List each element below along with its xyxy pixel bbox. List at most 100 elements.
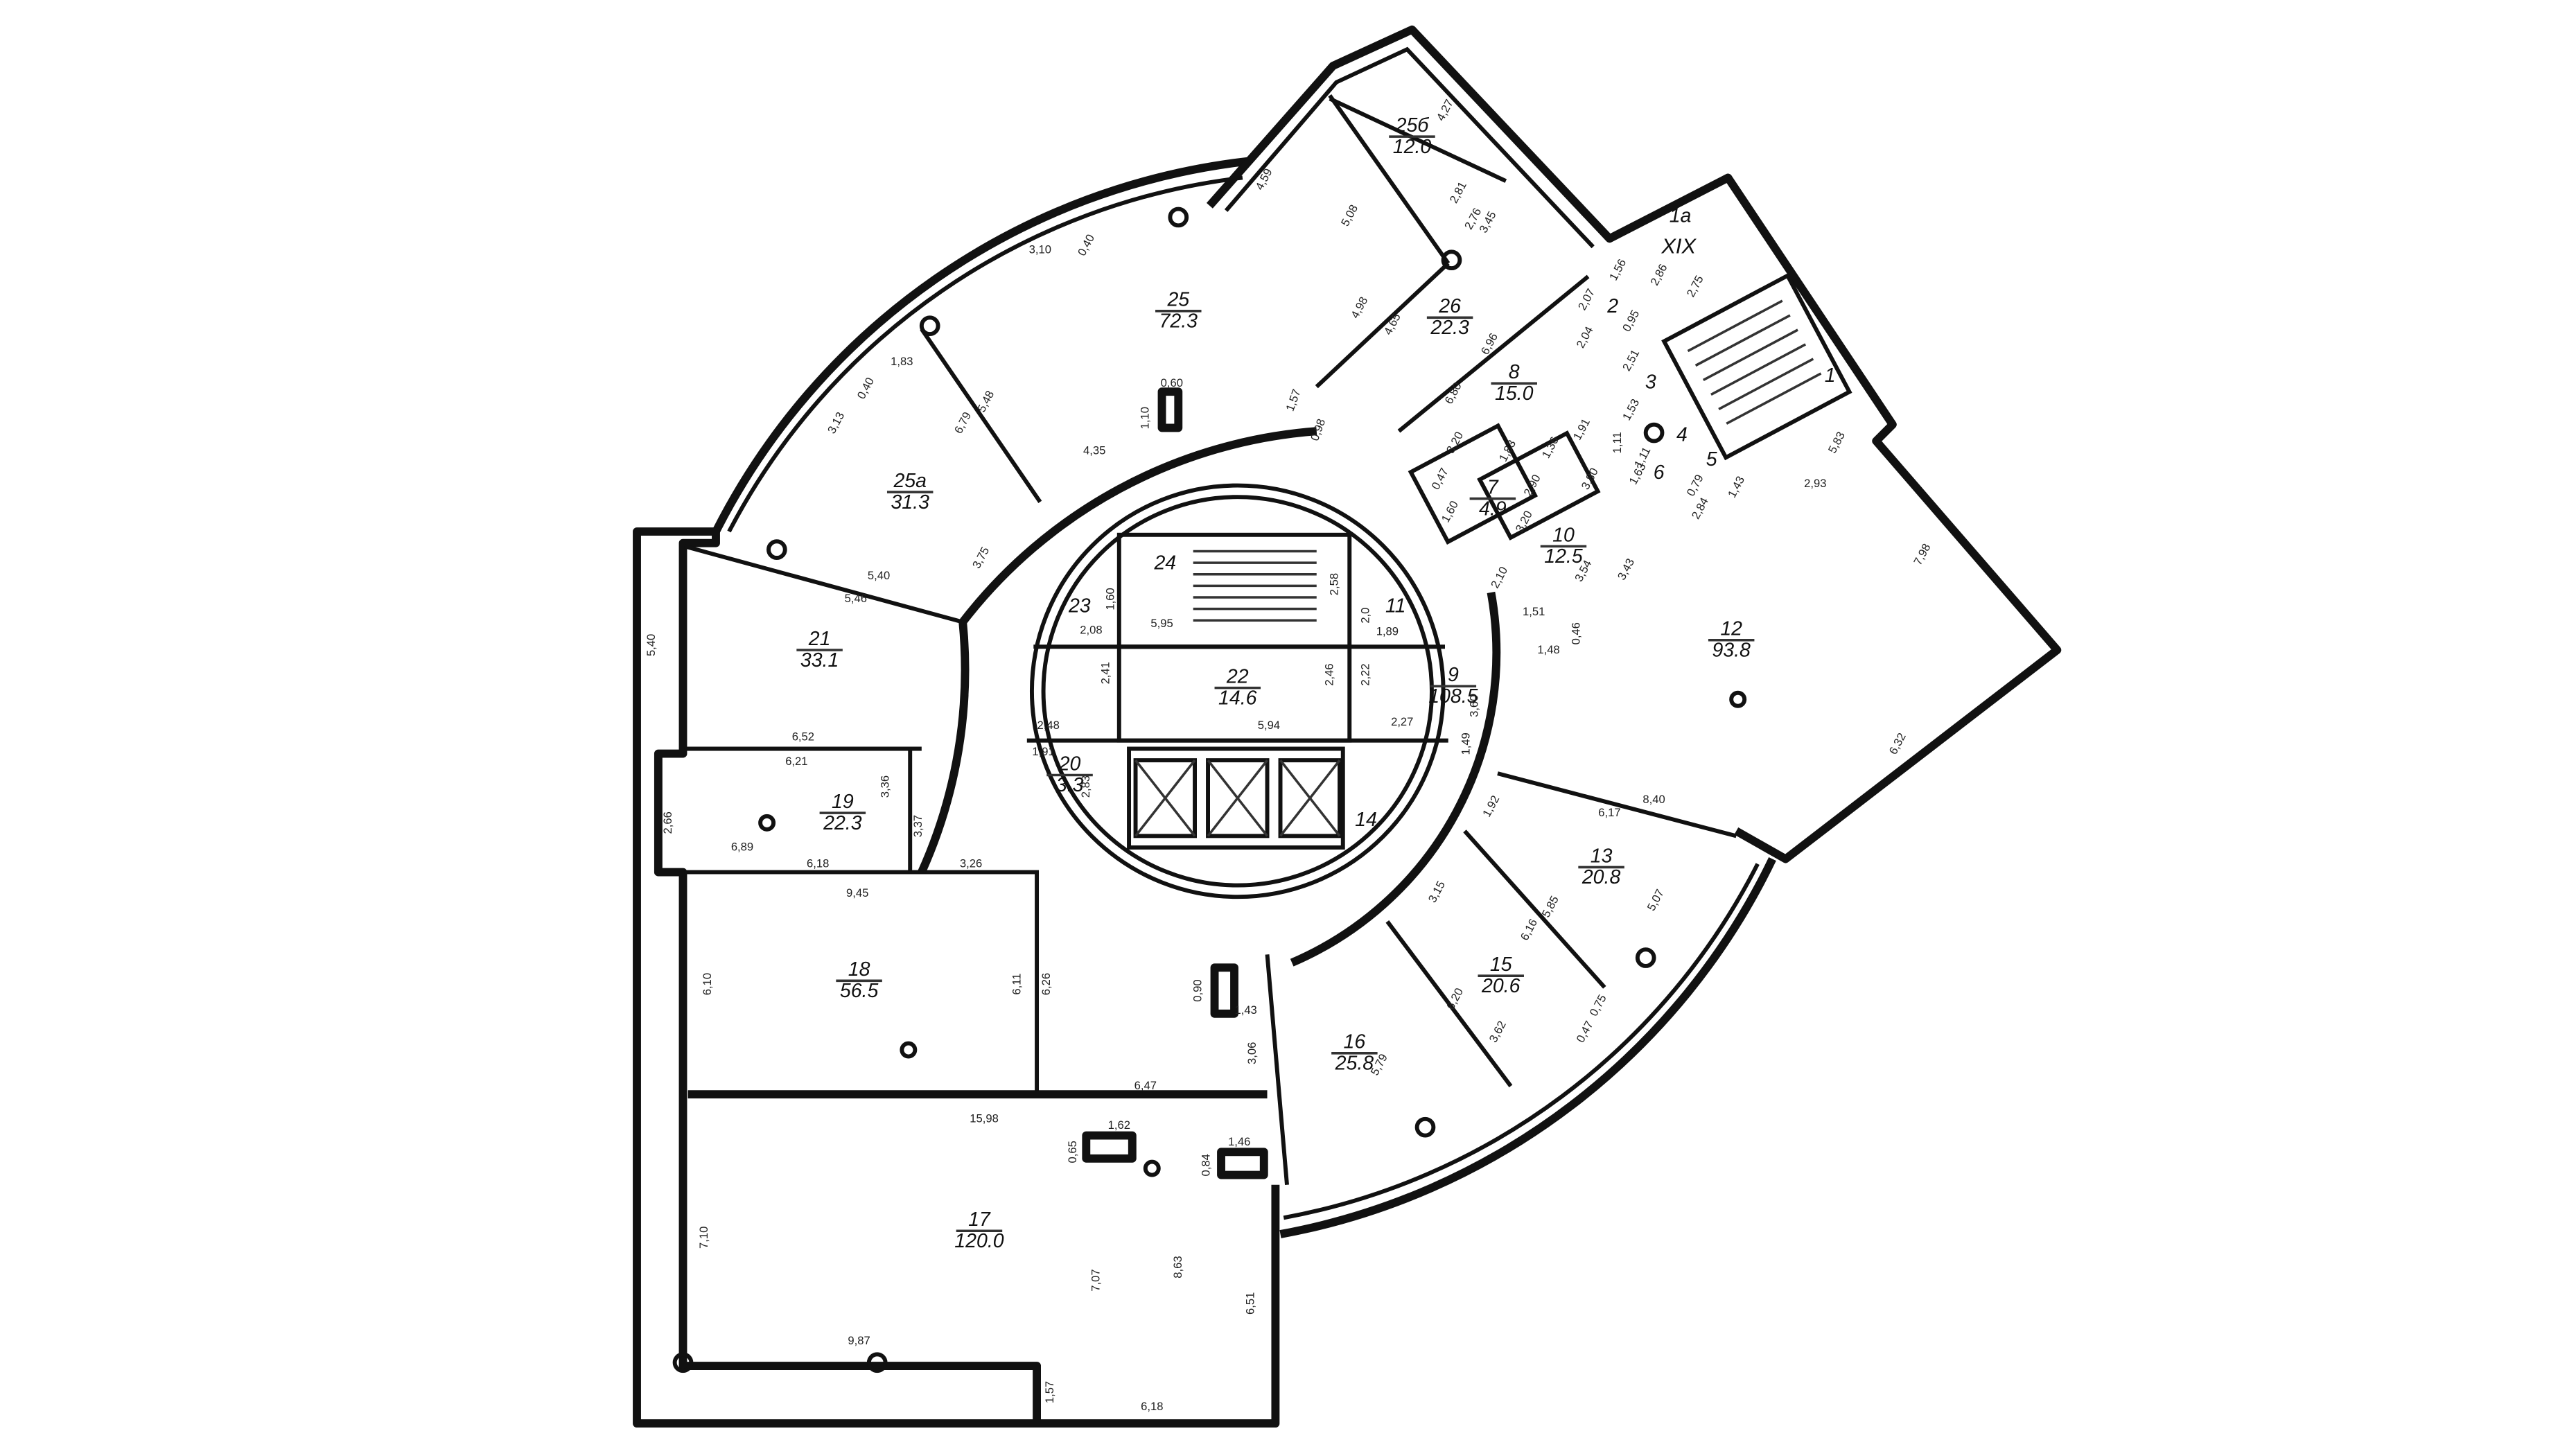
dimension-label: 1,43	[1725, 474, 1747, 500]
dimension-label: 0,40	[855, 375, 877, 401]
room-area-r15: 20.6	[1481, 975, 1521, 997]
room-area-r19: 22.3	[823, 812, 862, 834]
room-number-r9: 9	[1448, 664, 1459, 686]
room-number-r7: 7	[1487, 476, 1499, 498]
dimension-label: 2,86	[1648, 262, 1670, 288]
elevator-shafts	[1133, 758, 1342, 838]
dimension-label: 0,60	[1161, 376, 1183, 389]
dimension-label: 5,95	[1150, 617, 1173, 630]
dimension-label: 1,43	[1234, 1003, 1256, 1017]
room-area-r20: 3.3	[1056, 774, 1084, 796]
dimension-label: 2,41	[1099, 662, 1112, 684]
room-area-r21: 33.1	[800, 649, 839, 671]
dimension-label: 1,46	[1228, 1135, 1250, 1148]
dimension-label: 1,60	[1439, 499, 1461, 525]
dimension-label: 2,58	[1328, 573, 1341, 595]
room-number-r25: 25	[1166, 289, 1189, 311]
dimension-label: 3,15	[1426, 879, 1448, 904]
room-area-r9: 108.5	[1428, 685, 1478, 708]
dimension-label: 3,62	[1487, 1019, 1509, 1044]
dimension-label: 4,65	[1381, 311, 1403, 337]
room-number-r18: 18	[848, 958, 870, 981]
dimension-label: 1,51	[1523, 605, 1545, 618]
dimension-label: 1,36	[1539, 434, 1561, 460]
dimension-label: 2,93	[1804, 477, 1826, 490]
room-number-r25b: 25б	[1395, 114, 1430, 137]
exterior-walls	[633, 25, 2062, 1428]
room-number-r6: 6	[1654, 462, 1665, 484]
room-labels: 11а2345674.9815.09108.51012.5111293.8132…	[796, 114, 1836, 1252]
dimension-label: 1,60	[1104, 588, 1117, 610]
dimension-label: 1,91	[1032, 745, 1054, 758]
room-area-r12: 93.8	[1712, 640, 1751, 662]
dimension-label: 2,22	[1359, 663, 1372, 685]
room-area-r25a: 31.3	[891, 491, 929, 513]
room-number-r21: 21	[808, 628, 831, 650]
dimension-label: 3,10	[1029, 243, 1051, 256]
dimension-label: 6,20	[1444, 986, 1466, 1012]
dimension-label: 1,62	[1108, 1118, 1130, 1132]
dimension-label: 4,35	[1083, 444, 1105, 457]
dimension-label: 0,84	[1199, 1154, 1212, 1176]
room-number-r19: 19	[832, 791, 854, 813]
dimension-label: 6,80	[1442, 380, 1464, 406]
dimension-label: 3,75	[970, 545, 992, 570]
dimension-label: 2,84	[1689, 495, 1711, 521]
dimension-label: 2,66	[661, 811, 674, 834]
dimension-label: 1,89	[1376, 625, 1399, 638]
room-number-r26: 26	[1438, 295, 1461, 317]
dimension-label: 5,46	[845, 592, 867, 605]
room-area-r10: 12.5	[1544, 545, 1583, 568]
dimension-label: 6,18	[807, 857, 829, 870]
dimension-label: 6,79	[952, 410, 974, 435]
dimension-label: 5,08	[1338, 202, 1360, 228]
dimension-label: 1,92	[1480, 793, 1502, 819]
dimension-labels: 4,272,812,763,454,595,084,984,651,570,98…	[645, 97, 1933, 1413]
dimension-label: 2,51	[1620, 347, 1642, 373]
dimension-label: 3,20	[1513, 509, 1535, 534]
dimension-label: 6,18	[1141, 1400, 1163, 1413]
dimension-label: 1,56	[1606, 257, 1629, 283]
dimension-label: 8,63	[1171, 1256, 1184, 1278]
room-number-r16: 16	[1344, 1031, 1366, 1053]
room-number-r10: 10	[1552, 524, 1575, 546]
dimension-label: 6,11	[1010, 974, 1023, 995]
room-area-r25b: 12.0	[1393, 136, 1432, 158]
columns	[672, 207, 1747, 1373]
room-number-r24: 24	[1153, 552, 1176, 574]
dimension-label: 6,89	[731, 841, 753, 854]
dimension-label: 9,87	[848, 1334, 870, 1347]
room-number-r20: 20	[1058, 753, 1081, 775]
dimension-label: 6,26	[1040, 973, 1053, 995]
dimension-label: 1,49	[1460, 732, 1473, 755]
dimension-label: 6,10	[701, 973, 714, 995]
dimension-label: 3,06	[1245, 1042, 1259, 1064]
dimension-label: 6,52	[792, 730, 814, 744]
dimension-label: 0,98	[1308, 417, 1328, 443]
dimension-label: 0,47	[1574, 1019, 1596, 1044]
room-area-r26: 22.3	[1430, 317, 1469, 339]
dimension-label: 2,04	[1574, 324, 1596, 350]
dimension-label: 5,83	[1825, 430, 1848, 455]
dimension-label: 1,10	[1139, 407, 1152, 429]
room-number-r14: 14	[1355, 809, 1377, 831]
dimension-label: 15,98	[970, 1112, 999, 1125]
dimension-label: 7,98	[1911, 541, 1934, 567]
dimension-label: 7,07	[1089, 1269, 1102, 1291]
dimension-label: 6,17	[1598, 806, 1620, 819]
dimension-label: 1,57	[1283, 387, 1304, 413]
room-number-r4: 4	[1676, 423, 1688, 446]
room-area-r13: 20.8	[1581, 866, 1621, 888]
dimension-label: 4,59	[1253, 166, 1275, 192]
dimension-label: 2,07	[1575, 286, 1597, 312]
dimension-label: 0,47	[1429, 466, 1451, 491]
dimension-label: 3,36	[878, 775, 891, 798]
room-number-r11: 11	[1385, 595, 1406, 617]
dimension-label: 2,27	[1391, 715, 1413, 728]
shafts	[1082, 387, 1268, 1179]
dimension-label: 3,60	[1467, 695, 1480, 717]
dimension-label: 6,51	[1244, 1292, 1257, 1315]
dimension-label: 0,46	[1570, 622, 1583, 644]
interior-walls	[684, 94, 1737, 1186]
